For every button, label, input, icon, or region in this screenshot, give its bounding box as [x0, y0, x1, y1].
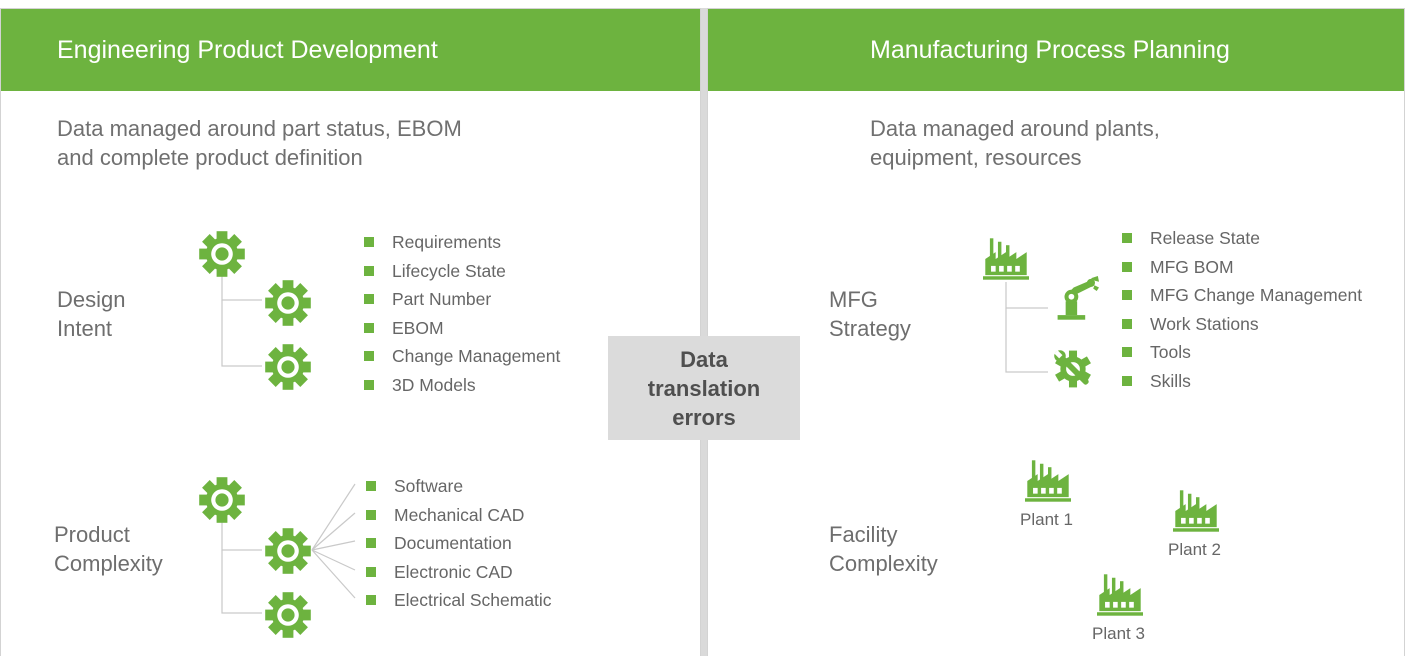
robot-arm-icon — [1050, 276, 1102, 322]
factory-icon — [1022, 458, 1074, 504]
gear-icon — [198, 230, 246, 278]
list-item: Part Number — [364, 285, 560, 314]
list-item: MFG BOM — [1122, 253, 1362, 282]
mfg-strategy-list: Release State MFG BOM MFG Change Managem… — [1122, 224, 1362, 395]
product-complexity-label: Product Complexity — [54, 522, 163, 576]
manufacturing-panel: Manufacturing Process Planning — [707, 8, 1405, 656]
engineering-header: Engineering Product Development — [1, 9, 700, 91]
factory-icon — [980, 236, 1032, 282]
gear-icon — [264, 591, 312, 639]
list-item: 3D Models — [364, 371, 560, 400]
list-item: Tools — [1122, 338, 1362, 367]
gear-icon — [264, 527, 312, 575]
list-item: Electronic CAD — [366, 558, 552, 587]
design-intent-list: Requirements Lifecycle State Part Number… — [364, 228, 560, 399]
gear-icon — [264, 279, 312, 327]
product-complexity-list: Software Mechanical CAD Documentation El… — [366, 472, 552, 615]
gear-icon — [198, 476, 246, 524]
translation-errors-box: Data translation errors — [608, 336, 800, 440]
tools-gear-icon — [1050, 346, 1096, 392]
plant-1-label: Plant 1 — [1020, 510, 1073, 529]
manufacturing-header: Manufacturing Process Planning — [708, 9, 1404, 91]
plant-2-label: Plant 2 — [1168, 540, 1221, 559]
plant-3-label: Plant 3 — [1092, 624, 1145, 643]
panel-divider — [701, 8, 707, 656]
translation-errors-text: Data translation errors — [647, 346, 761, 430]
list-item: Electrical Schematic — [366, 586, 552, 615]
list-item: Skills — [1122, 367, 1362, 396]
list-item: Mechanical CAD — [366, 501, 552, 530]
list-item: Work Stations — [1122, 310, 1362, 339]
list-item: MFG Change Management — [1122, 281, 1362, 310]
list-item: Requirements — [364, 228, 560, 257]
factory-icon — [1094, 572, 1146, 618]
factory-icon — [1170, 488, 1222, 534]
design-intent-label: Design Intent — [57, 287, 126, 341]
facility-complexity-label: Facility Complexity — [829, 522, 938, 576]
list-item: Lifecycle State — [364, 257, 560, 286]
manufacturing-description: Data managed around plants, equipment, r… — [870, 116, 1160, 170]
list-item: Release State — [1122, 224, 1362, 253]
list-item: Change Management — [364, 342, 560, 371]
list-item: Software — [366, 472, 552, 501]
list-item: Documentation — [366, 529, 552, 558]
list-item: EBOM — [364, 314, 560, 343]
gear-icon — [264, 343, 312, 391]
mfg-strategy-label: MFG Strategy — [829, 287, 911, 341]
engineering-description: Data managed around part status, EBOM an… — [57, 116, 462, 170]
